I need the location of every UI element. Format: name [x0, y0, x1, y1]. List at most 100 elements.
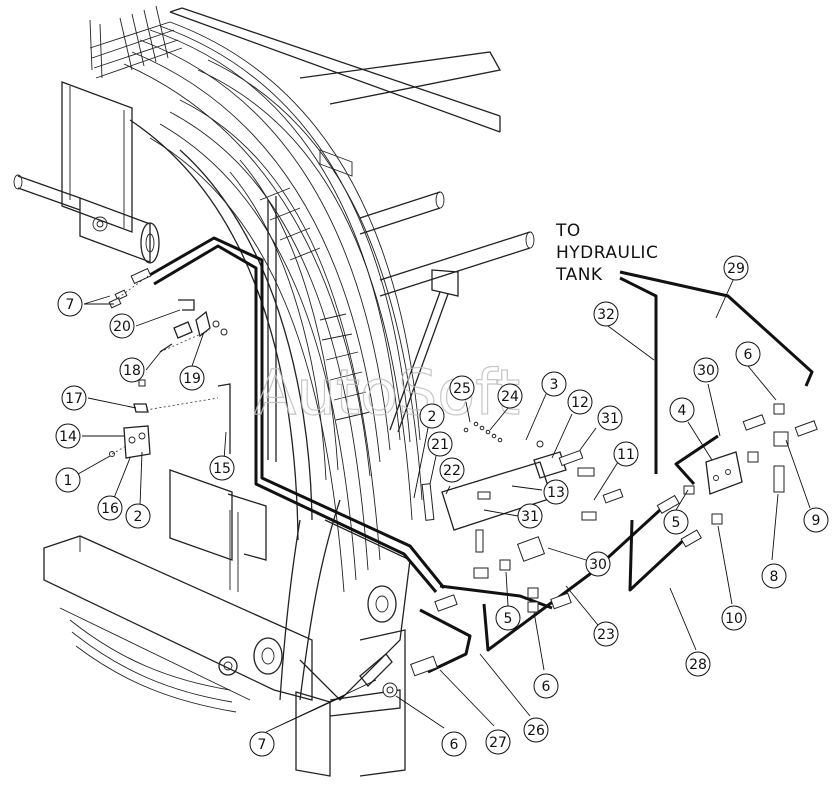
callout-label: 20: [113, 319, 131, 335]
callout-c18: 18: [119, 357, 145, 383]
callout-label: 5: [504, 611, 513, 627]
callout-bubble: [693, 357, 719, 383]
callout-c6a: 6: [533, 673, 559, 699]
tank-note-line-3: TANK: [555, 265, 603, 285]
callout-label: 9: [812, 513, 821, 529]
callout-label: 13: [547, 485, 565, 501]
callout-bubble: [523, 717, 549, 743]
callout-label: 22: [443, 463, 461, 479]
callout-bubble: [597, 405, 623, 431]
callout-label: 6: [744, 347, 753, 363]
callout-c27: 27: [485, 729, 511, 755]
fittings: [108, 267, 818, 698]
callout-label: 11: [617, 447, 635, 463]
callout-c10: 10: [721, 605, 747, 631]
callout-label: 18: [123, 363, 141, 379]
callout-bubble: [613, 441, 639, 467]
callout-bubble: [57, 291, 83, 317]
callout-label: 2: [134, 509, 143, 525]
callout-c2b: 2: [419, 403, 445, 429]
curved-tine-assembly: [89, 5, 423, 593]
callout-c12: 12: [567, 389, 593, 415]
callout-label: 4: [678, 403, 687, 419]
callout-label: 29: [727, 261, 745, 277]
callout-c29: 29: [723, 255, 749, 281]
callout-label: 30: [589, 557, 607, 573]
callout-c25: 25: [449, 375, 475, 401]
callout-bubble: [55, 423, 81, 449]
callout-label: 3: [550, 377, 559, 393]
callout-bubble: [441, 731, 467, 757]
callout-leaders: [77, 277, 811, 733]
callout-label: 31: [601, 411, 619, 427]
callout-c15: 15: [209, 455, 235, 481]
callout-label: 21: [431, 437, 449, 453]
callout-label: 6: [542, 679, 551, 695]
callout-bubble: [803, 507, 829, 533]
callout-bubble: [685, 651, 711, 677]
tank-note-line-2: HYDRAULIC: [556, 243, 658, 263]
callout-bubble: [427, 431, 453, 457]
callout-c7b: 7: [249, 731, 275, 757]
callout-label: 27: [489, 735, 507, 751]
callout-bubble: [125, 503, 151, 529]
callout-c26: 26: [523, 717, 549, 743]
callout-c19: 19: [179, 365, 205, 391]
callout-c31b: 31: [517, 503, 543, 529]
callout-c21: 21: [427, 431, 453, 457]
callout-c7a: 7: [57, 291, 83, 317]
callout-bubble: [735, 341, 761, 367]
callout-c4: 4: [669, 397, 695, 423]
callout-bubble: [567, 389, 593, 415]
callout-bubble: [209, 455, 235, 481]
callout-label: 28: [689, 657, 707, 673]
callout-bubble: [585, 551, 611, 577]
callout-bubble: [97, 495, 123, 521]
callout-label: 32: [597, 307, 615, 323]
callout-label: 15: [213, 461, 231, 477]
callout-c8: 8: [761, 563, 787, 589]
callout-c5a: 5: [495, 605, 521, 631]
callout-bubble: [249, 731, 275, 757]
callout-c31a: 31: [597, 405, 623, 431]
callout-label: 7: [258, 737, 267, 753]
callout-bubble: [543, 479, 569, 505]
callout-bubble: [55, 467, 81, 493]
callout-c6c: 6: [441, 731, 467, 757]
callout-bubble: [497, 383, 523, 409]
callout-c14: 14: [55, 423, 81, 449]
callout-bubble: [495, 605, 521, 631]
callout-bubble: [721, 605, 747, 631]
hydraulic-hoses: [147, 236, 814, 674]
callout-label: 24: [501, 389, 519, 405]
callout-c20: 20: [109, 313, 135, 339]
callout-c32: 32: [593, 301, 619, 327]
callout-bubble: [485, 729, 511, 755]
tank-note-line-1: TO: [555, 221, 581, 241]
callout-label: 25: [453, 381, 471, 397]
callout-label: 23: [597, 627, 615, 643]
callout-c22: 22: [439, 457, 465, 483]
callout-bubble: [179, 365, 205, 391]
callout-c24: 24: [497, 383, 523, 409]
callout-bubble: [669, 397, 695, 423]
callout-c3: 3: [541, 371, 567, 397]
callout-c11: 11: [613, 441, 639, 467]
callout-c23: 23: [593, 621, 619, 647]
callout-bubble: [541, 371, 567, 397]
callout-bubble: [109, 313, 135, 339]
callout-c13: 13: [543, 479, 569, 505]
callout-label: 7: [66, 297, 75, 313]
callout-label: 31: [521, 509, 539, 525]
callout-label: 10: [725, 611, 743, 627]
callout-label: 14: [59, 429, 77, 445]
callout-bubble: [593, 621, 619, 647]
callout-c2a: 2: [125, 503, 151, 529]
watermark: AutoSoft: [254, 356, 520, 429]
tank-note: TO HYDRAULIC TANK: [555, 221, 658, 285]
callout-c30a: 30: [585, 551, 611, 577]
callout-bubble: [761, 563, 787, 589]
callout-bubble: [663, 509, 689, 535]
